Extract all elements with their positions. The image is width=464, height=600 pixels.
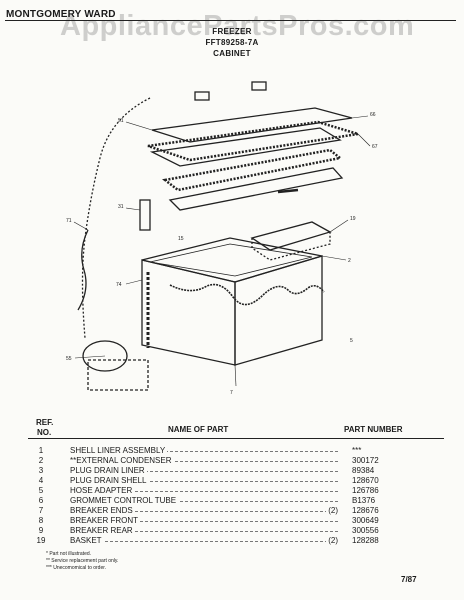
- leader-line: [70, 451, 338, 452]
- basket: [250, 221, 332, 251]
- date-code: 7/87: [401, 575, 417, 584]
- lid-handle: [277, 188, 299, 194]
- callout-7: 7: [230, 390, 233, 396]
- part-name: HOSE ADAPTER: [70, 486, 135, 496]
- callout-15: 15: [178, 236, 184, 242]
- compressor-box: [87, 359, 149, 391]
- leader-line: [70, 471, 338, 472]
- footnote: *** Unecomomical to order.: [46, 565, 107, 571]
- table-rule: [28, 438, 444, 439]
- breaker-cord: [169, 283, 325, 306]
- section-name: CABINET: [213, 49, 251, 58]
- table-row: 4 PLUG DRAIN SHELL 128670: [30, 476, 430, 486]
- part-number: 300172: [352, 456, 379, 465]
- col-ref-label: REF.: [36, 418, 54, 427]
- callout-67: 67: [372, 144, 378, 150]
- part-name: BREAKER FRONT: [70, 516, 141, 526]
- table-row: 19 BASKET (2) 128288: [30, 536, 430, 546]
- callout-31: 31: [118, 204, 124, 210]
- model-number: FFT89258-7A: [205, 38, 259, 47]
- callout-74: 74: [116, 282, 122, 288]
- ref-number: 7: [38, 506, 44, 515]
- hinge-left: [194, 91, 210, 101]
- part-number: 128676: [352, 506, 379, 515]
- quantity: (2): [326, 536, 338, 546]
- leader-line: [70, 531, 338, 532]
- diagram-title: FREEZER: [212, 27, 252, 36]
- ref-number: 5: [38, 486, 44, 495]
- col-part-label: PART NUMBER: [344, 425, 403, 434]
- power-cord: [77, 229, 89, 311]
- ref-number: 9: [38, 526, 44, 535]
- part-number: ***: [352, 446, 362, 455]
- ref-number: 4: [38, 476, 44, 485]
- table-row: 7 BREAKER ENDS (2) 128676: [30, 506, 430, 516]
- leader-line: [70, 481, 338, 482]
- top-rule: [5, 20, 456, 21]
- leader-line: [70, 511, 338, 512]
- thermostat: [139, 199, 151, 231]
- part-name: BREAKER REAR: [70, 526, 135, 536]
- callout-2: 2: [348, 258, 351, 264]
- brand-name: MONTGOMERY WARD: [6, 9, 116, 20]
- ref-number: 3: [38, 466, 44, 475]
- callout-66: 66: [370, 112, 376, 118]
- callout-51: 51: [118, 118, 124, 124]
- part-number: B1376: [352, 496, 376, 505]
- leader-line: [70, 461, 338, 462]
- refrigerant-tube: [81, 97, 151, 339]
- part-name: BASKET: [70, 536, 104, 546]
- lid-panel: [149, 127, 342, 167]
- lid-liner: [168, 167, 344, 211]
- col-no-label: NO.: [37, 428, 52, 437]
- part-name: PLUG DRAIN LINER: [70, 466, 147, 476]
- watermark: AppliancePartsPros.com: [60, 10, 415, 42]
- part-number: 300556: [352, 526, 379, 535]
- footnote: ** Service replacement part only.: [46, 558, 119, 564]
- cabinet-side: [234, 255, 323, 366]
- part-number: 128288: [352, 536, 379, 545]
- table-row: 1 SHELL LINER ASSEMBLY ***: [30, 446, 430, 456]
- lid-frame: [151, 107, 353, 143]
- leader-line: [70, 541, 338, 542]
- part-name: GROMMET CONTROL TUBE: [70, 496, 179, 506]
- col-name-label: NAME OF PART: [168, 425, 229, 434]
- part-name: BREAKER ENDS: [70, 506, 135, 516]
- cabinet-inner-rim: [149, 243, 313, 277]
- part-number: 126786: [352, 486, 379, 495]
- part-number: 128670: [352, 476, 379, 485]
- table-row: 8 BREAKER FRONT 300649: [30, 516, 430, 526]
- ref-number: 2: [38, 456, 44, 465]
- hinge-right: [251, 81, 267, 91]
- table-row: 5 HOSE ADAPTER 126786: [30, 486, 430, 496]
- callout-19: 19: [350, 216, 356, 222]
- leader-line: [70, 521, 338, 522]
- callout-5: 5: [350, 338, 353, 344]
- part-name: SHELL LINER ASSEMBLY: [70, 446, 168, 456]
- quantity: (2): [326, 506, 338, 516]
- cabinet-front: [141, 259, 236, 366]
- part-name: PLUG DRAIN SHELL: [70, 476, 149, 486]
- ref-number: 19: [36, 536, 46, 545]
- part-name: **EXTERNAL CONDENSER: [70, 456, 174, 466]
- callout-55: 55: [66, 356, 72, 362]
- table-row: 6 GROMMET CONTROL TUBE B1376: [30, 496, 430, 506]
- part-number: 300649: [352, 516, 379, 525]
- callout-71: 71: [66, 218, 72, 224]
- compressor: [82, 340, 128, 372]
- ref-number: 1: [38, 446, 44, 455]
- table-row: 2 **EXTERNAL CONDENSER 300172: [30, 456, 430, 466]
- ref-number: 8: [38, 516, 44, 525]
- ref-number: 6: [38, 496, 44, 505]
- leader-line: [70, 501, 338, 502]
- table-row: 3 PLUG DRAIN LINER 89384: [30, 466, 430, 476]
- footnote: * Part not illustrated.: [46, 551, 92, 557]
- part-number: 89384: [352, 466, 375, 475]
- lid-inner: [162, 148, 343, 192]
- table-row: 9 BREAKER REAR 300556: [30, 526, 430, 536]
- leader-line: [70, 491, 338, 492]
- exploded-diagram: 51 66 67 2 74 55 19 7 71 31 5 15: [66, 81, 378, 396]
